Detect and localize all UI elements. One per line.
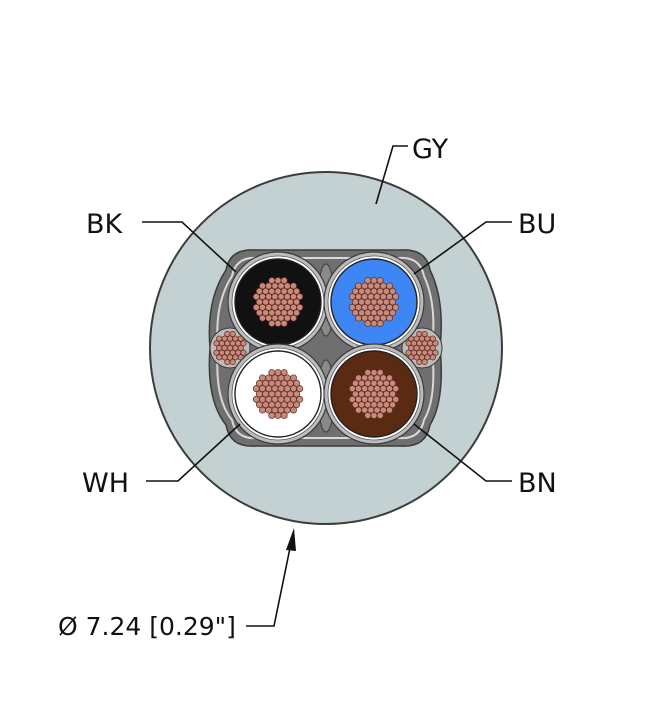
strand-wire — [280, 412, 288, 419]
strand-wire — [293, 379, 301, 387]
conductor-bu — [323, 251, 425, 353]
strand-wire — [293, 287, 301, 295]
strand-wire — [290, 374, 297, 382]
strand-wire — [389, 298, 397, 306]
strand-bundle-right — [401, 327, 443, 369]
strand-wire — [259, 314, 266, 322]
strand-wire — [386, 314, 393, 322]
strand-wire — [293, 309, 301, 317]
strand-bundle-left — [209, 327, 251, 369]
strand-wire — [376, 277, 384, 284]
strand-wire — [386, 406, 393, 414]
strand-wire — [240, 349, 247, 356]
strand-wire — [216, 354, 223, 361]
strand-wire — [421, 358, 428, 366]
strand-wire — [389, 287, 397, 295]
strand-wire — [296, 385, 304, 393]
strand-wire — [376, 320, 384, 327]
strand-wire — [293, 390, 301, 398]
diameter-arrowhead — [286, 528, 296, 551]
strand-wire — [280, 369, 288, 376]
strand-wire — [429, 344, 436, 352]
label-bn: BN — [518, 468, 557, 499]
label-bu: BU — [518, 209, 556, 240]
strand-wire — [389, 390, 397, 398]
leader-bn — [413, 423, 512, 482]
strand-wire — [296, 395, 304, 403]
conductor-wh — [227, 343, 329, 445]
strand-wire — [274, 412, 282, 419]
strand-wire — [293, 298, 301, 306]
strand-wire — [432, 349, 439, 356]
strand-wire — [290, 282, 297, 290]
conductor-bk — [227, 251, 329, 353]
strand-wire — [268, 320, 276, 327]
conductor-bn — [323, 343, 425, 445]
strand-wire — [290, 314, 297, 322]
strand-wire — [296, 303, 304, 311]
strand-wire — [389, 401, 397, 409]
strand-wire — [293, 401, 301, 409]
strand-wire — [355, 406, 362, 414]
strand-wire — [268, 412, 276, 419]
strand-wire — [389, 379, 397, 387]
strand-wire — [370, 320, 378, 327]
strand-wire — [237, 344, 244, 352]
strand-wire — [386, 282, 393, 290]
strand-wire — [229, 330, 236, 338]
label-bk: BK — [86, 209, 124, 240]
strand-wire — [274, 320, 282, 327]
strand-wire — [392, 385, 400, 393]
strand-wire — [355, 314, 362, 322]
strand-wire — [392, 303, 400, 311]
strand-wire — [370, 412, 378, 419]
leader-gy — [375, 145, 408, 205]
strand-wire — [376, 369, 384, 376]
leader-bu — [413, 221, 512, 275]
strand-wire — [389, 309, 397, 317]
strand-wire — [386, 374, 393, 382]
strand-wire — [392, 395, 400, 403]
strand-wire — [290, 406, 297, 414]
strand-wire — [416, 358, 423, 366]
label-wh: WH — [82, 468, 129, 499]
strand-wire — [421, 330, 428, 338]
strand-wire — [392, 293, 400, 301]
leader-bk — [142, 221, 237, 273]
strand-wire — [432, 340, 439, 347]
strand-wire — [240, 340, 247, 347]
strand-wire — [280, 277, 288, 284]
diameter-label: Ø 7.24 [0.29"] — [58, 612, 236, 641]
strand-wire — [429, 335, 436, 342]
strand-wire — [429, 354, 436, 361]
strand-wire — [364, 320, 372, 327]
strand-wire — [229, 358, 236, 366]
strand-wire — [280, 320, 288, 327]
strand-wire — [296, 293, 304, 301]
leader-diameter — [246, 547, 291, 627]
strand-wire — [376, 412, 384, 419]
strand-wire — [259, 406, 266, 414]
leader-wh — [146, 423, 241, 482]
strand-wire — [224, 358, 231, 366]
label-gy: GY — [412, 134, 449, 165]
strand-wire — [364, 412, 372, 419]
